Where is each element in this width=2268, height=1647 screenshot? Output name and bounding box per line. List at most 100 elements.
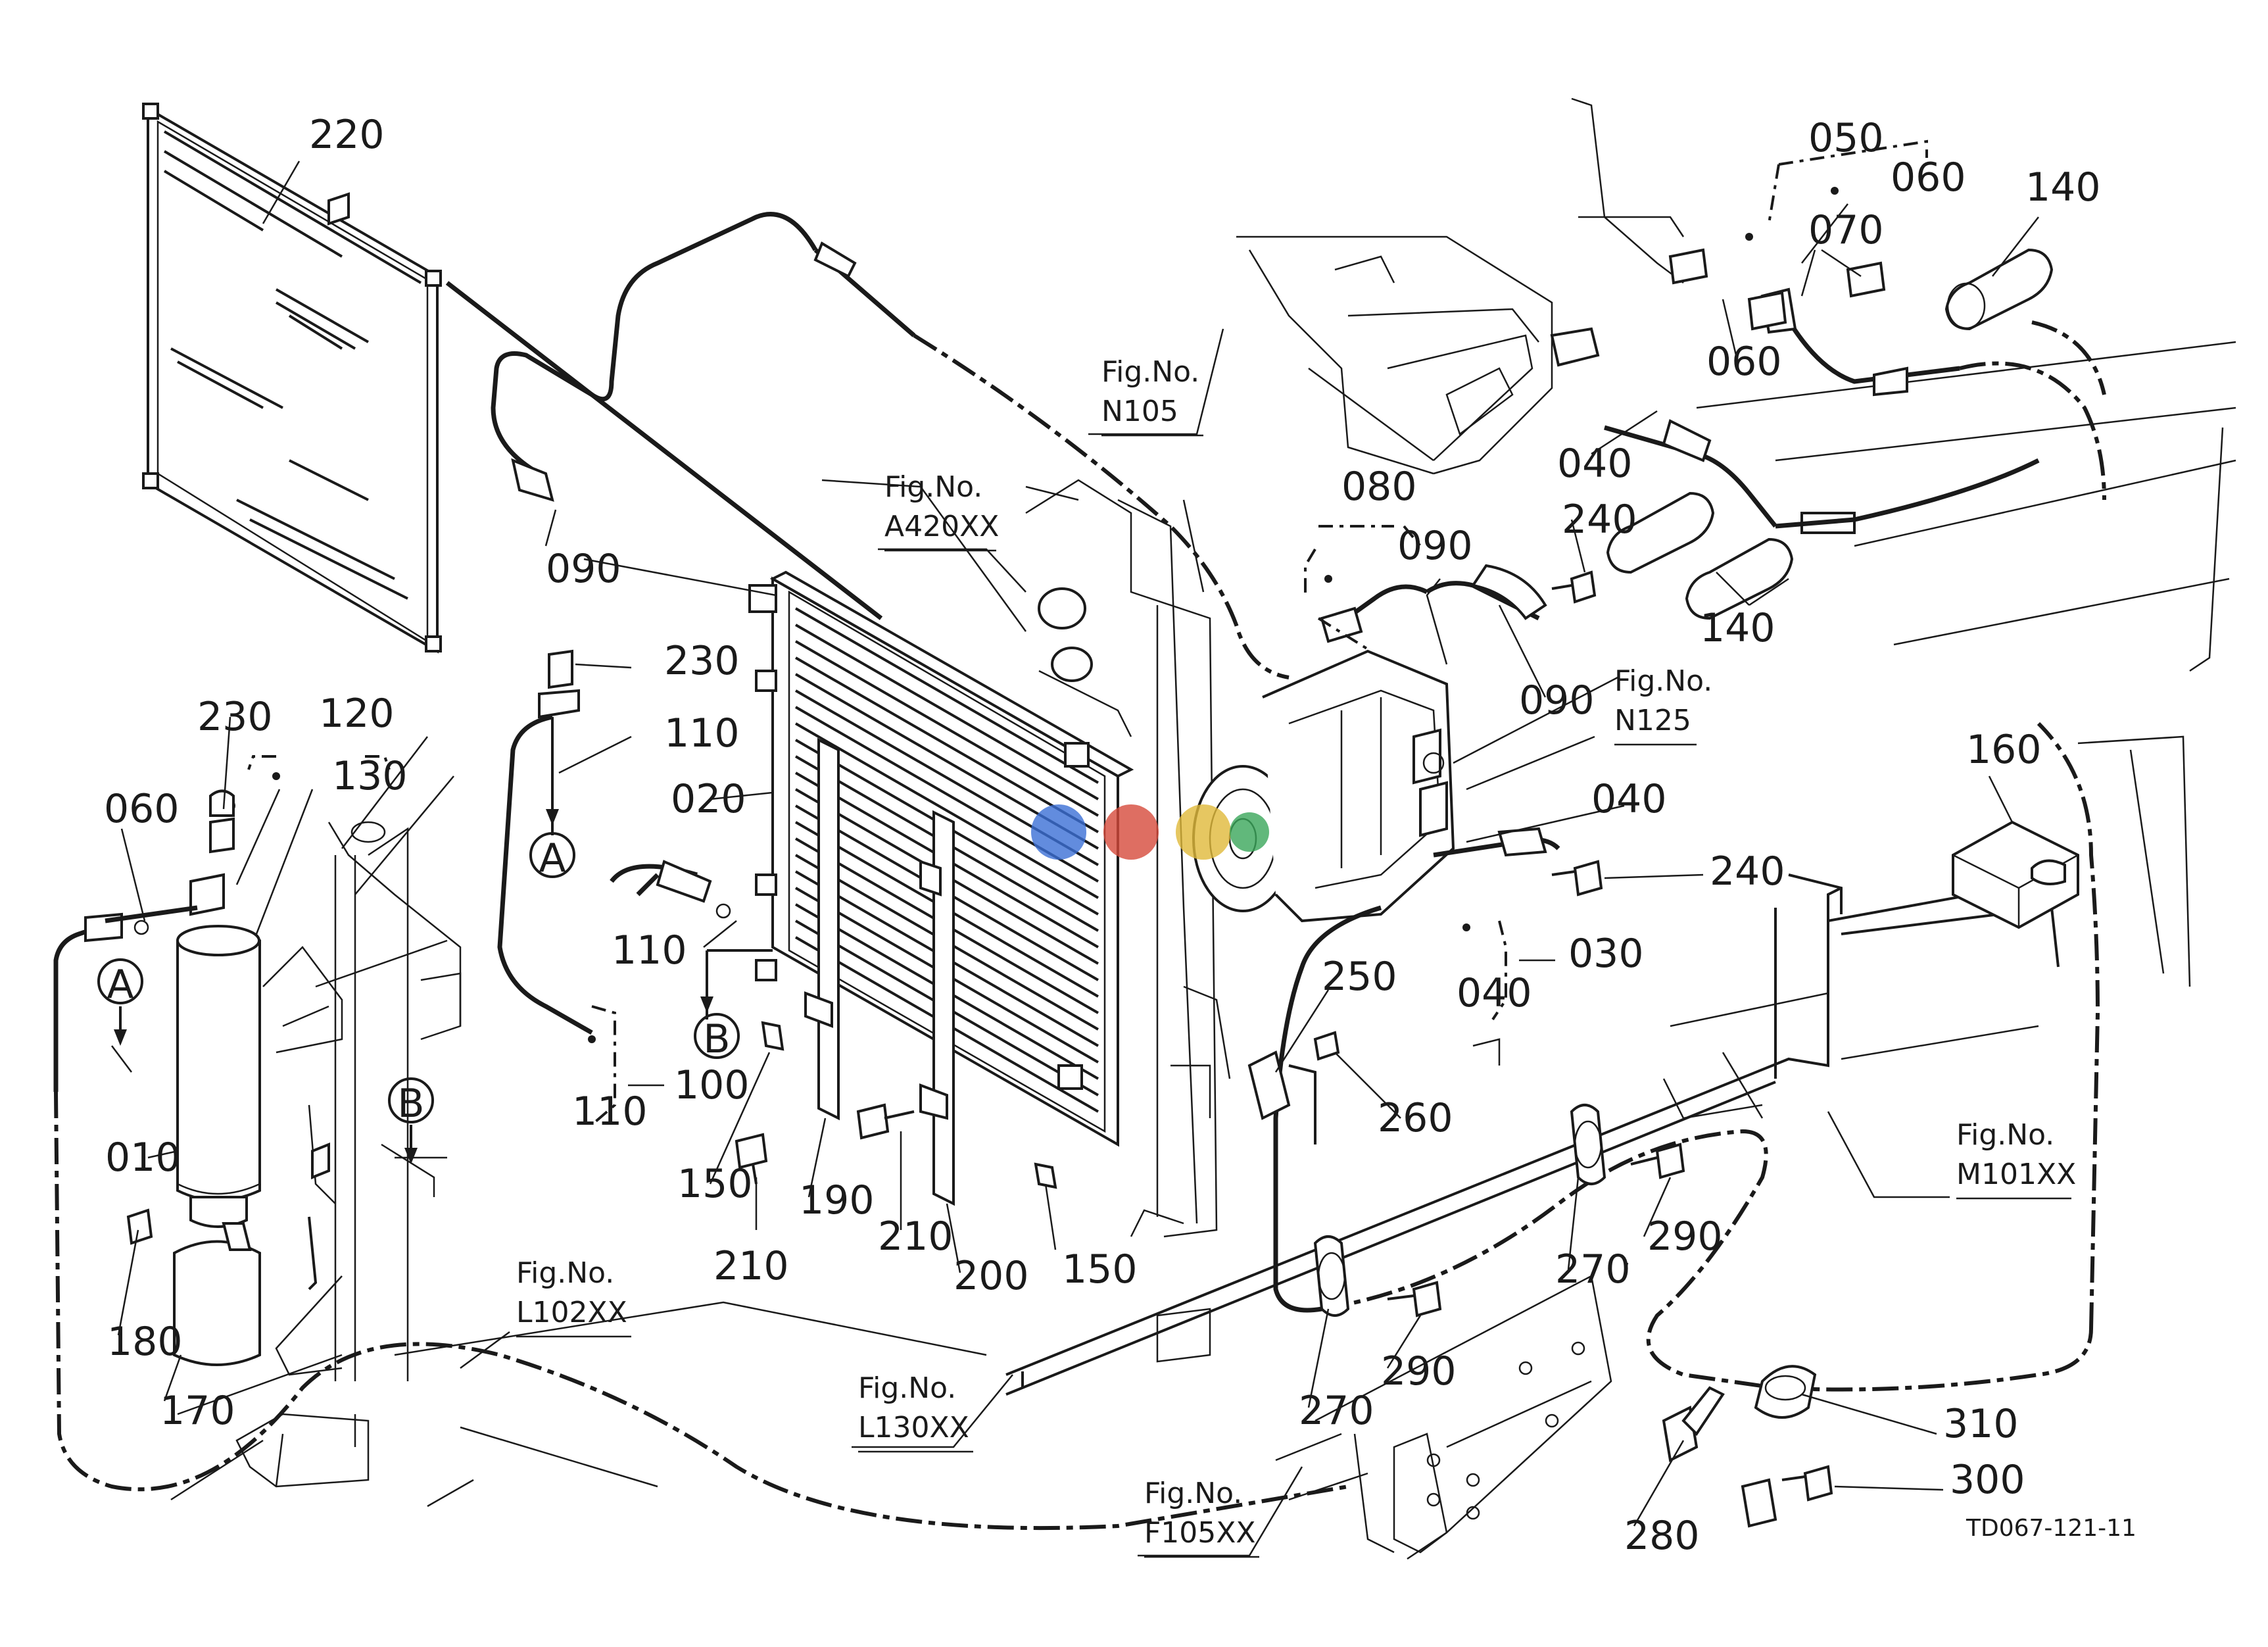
- leader-lines: [117, 160, 2039, 1557]
- drawing-id: TD067-121-11: [1966, 1515, 2136, 1542]
- bolt-290b: [1387, 1281, 1442, 1317]
- callout-c280: 280: [1624, 1513, 1700, 1559]
- figref-underlines: [516, 434, 2071, 1558]
- callout-c020: 020: [671, 776, 746, 822]
- callout-c240a: 240: [1562, 497, 1637, 543]
- figure-references: Fig.No.N105Fig.No.A420XXFig.No.N125Fig.N…: [516, 355, 2076, 1550]
- callout-c010: 010: [105, 1135, 181, 1181]
- figure-ref-code: N125: [1614, 704, 1691, 737]
- refrigerant-lines: [53, 212, 2106, 1531]
- figure-ref-code: A420XX: [884, 510, 999, 543]
- callout-c030: 030: [1568, 931, 1644, 977]
- callout-c210a: 210: [713, 1243, 789, 1289]
- callout-c090a: 090: [546, 546, 621, 592]
- figure-ref-fN105[interactable]: Fig.No. N105: [1101, 355, 1199, 428]
- callout-c260: 260: [1378, 1095, 1453, 1141]
- figure-ref-label: Fig.No.: [1144, 1477, 1242, 1510]
- callout-c310: 310: [1943, 1401, 2019, 1447]
- bolt-260: [1313, 1031, 1340, 1061]
- bolt-290a: [1630, 1143, 1685, 1179]
- callout-c220: 220: [309, 112, 385, 158]
- figure-ref-code: F105XX: [1144, 1516, 1256, 1550]
- callout-c060a: 060: [104, 786, 180, 832]
- figure-ref-code: M101XX: [1956, 1158, 2076, 1191]
- bolt-210b: [856, 1103, 915, 1140]
- callout-c110a: 110: [664, 710, 740, 756]
- callout-c080: 080: [1341, 464, 1417, 510]
- figure-ref-code: L102XX: [516, 1296, 627, 1329]
- figure-ref-label: Fig.No.: [516, 1256, 614, 1290]
- callout-c040b: 040: [1591, 776, 1667, 822]
- figure-ref-code: L130XX: [858, 1411, 969, 1444]
- figure-ref-code: N105: [1101, 395, 1178, 428]
- callout-c110b: 110: [612, 927, 687, 973]
- callout-c050: 050: [1808, 115, 1884, 161]
- watermark-logo: [1031, 804, 1269, 860]
- hose-sleeves: [1606, 248, 2054, 620]
- callout-c170: 170: [160, 1388, 235, 1434]
- condenser-screen: [142, 103, 886, 654]
- figure-ref-fA420[interactable]: Fig.No. A420XX: [884, 470, 999, 543]
- figure-ref-fF105[interactable]: Fig.No. F105XX: [1144, 1477, 1256, 1550]
- radiator: [1025, 479, 1231, 1238]
- callout-c240b: 240: [1710, 848, 1785, 895]
- bolts: [209, 570, 1833, 1528]
- condenser-core: [748, 570, 1134, 1206]
- callout-c150a: 150: [677, 1161, 753, 1207]
- callout-c290b: 290: [1381, 1348, 1457, 1394]
- callout-c290a: 290: [1647, 1214, 1723, 1260]
- callout-c150b: 150: [1062, 1246, 1138, 1292]
- callout-c040a: 040: [1557, 441, 1633, 487]
- figure-ref-fL102[interactable]: Fig.No. L102XX: [516, 1256, 627, 1329]
- compressor: [1192, 649, 1455, 923]
- view-marker-circles: [97, 832, 740, 1123]
- callout-c090c: 090: [1519, 677, 1595, 724]
- view-marker-mB1: B: [703, 1016, 730, 1062]
- callout-c230a: 230: [664, 638, 740, 684]
- callout-c060b: 060: [1891, 155, 1966, 201]
- view-arrows: [111, 717, 773, 1164]
- clamps: [1247, 1050, 1817, 1462]
- figure-ref-fL130[interactable]: Fig.No. L130XX: [858, 1371, 969, 1444]
- view-marker-mA1: A: [539, 835, 566, 881]
- callout-c090b: 090: [1397, 523, 1473, 569]
- view-marker-mB2: B: [397, 1081, 424, 1127]
- view-marker-mA2: A: [107, 962, 133, 1008]
- callout-c300: 300: [1950, 1457, 2025, 1503]
- callout-c100: 100: [674, 1062, 750, 1108]
- callout-c230b: 230: [197, 694, 273, 740]
- callout-c140a: 140: [2025, 164, 2101, 210]
- callout-c270b: 270: [1299, 1388, 1374, 1434]
- callout-c270a: 270: [1555, 1246, 1631, 1292]
- bolt-230b: [209, 789, 235, 817]
- callout-c070: 070: [1808, 207, 1884, 253]
- bolt-280-fitting: [1741, 1478, 1777, 1528]
- callout-c060c: 060: [1706, 339, 1782, 385]
- figure-ref-label: Fig.No.: [858, 1371, 956, 1405]
- callout-c200: 200: [953, 1253, 1029, 1299]
- callout-c250: 250: [1322, 954, 1397, 1000]
- view-marker-labels: A B A B: [107, 835, 730, 1127]
- figure-ref-fN125[interactable]: Fig.No. N125: [1614, 664, 1712, 737]
- bolt-240a: [1551, 570, 1597, 604]
- receiver-drier: [126, 797, 330, 1366]
- group-brackets: [247, 139, 1928, 1126]
- figure-ref-label: Fig.No.: [1101, 355, 1199, 389]
- callout-c140b: 140: [1700, 605, 1775, 651]
- callout-c120: 120: [319, 691, 395, 737]
- figure-ref-label: Fig.No.: [1956, 1118, 2054, 1152]
- callout-c210b: 210: [878, 1214, 953, 1260]
- figure-ref-label: Fig.No.: [1614, 664, 1712, 698]
- bolt-300: [1781, 1465, 1833, 1502]
- bolt-240b: [1551, 860, 1603, 897]
- figure-ref-fM101[interactable]: Fig.No. M101XX: [1956, 1118, 2076, 1191]
- callout-c180: 180: [107, 1319, 183, 1365]
- callout-c190: 190: [799, 1177, 875, 1223]
- bolt-210a: [735, 1133, 768, 1185]
- figure-ref-label: Fig.No.: [884, 470, 982, 504]
- callout-c130: 130: [332, 753, 408, 799]
- rubber-block: [1952, 820, 2079, 929]
- callout-c040c: 040: [1457, 970, 1532, 1016]
